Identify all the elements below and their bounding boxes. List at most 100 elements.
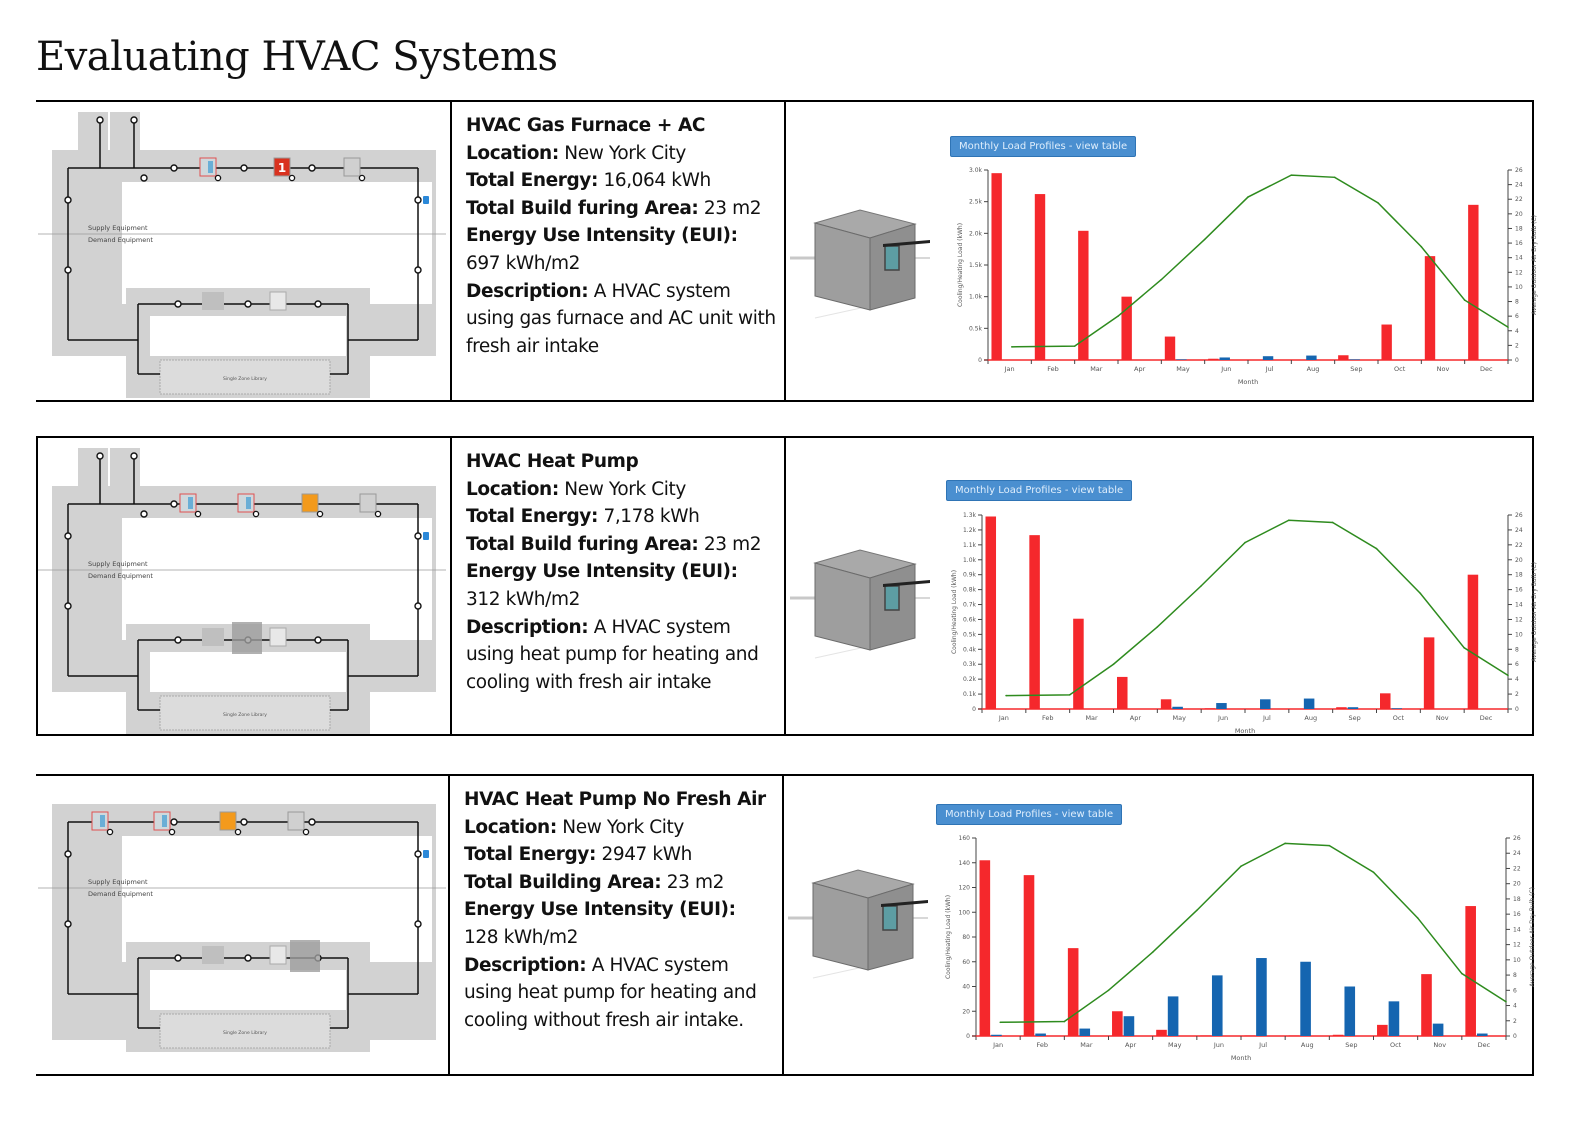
loop-node[interactable] — [414, 602, 422, 610]
loop-node[interactable] — [308, 164, 316, 172]
loop-node[interactable] — [64, 602, 72, 610]
cooling-bar[interactable] — [1391, 708, 1403, 709]
loop-node[interactable] — [244, 300, 252, 308]
dx-cooling-coil-icon[interactable] — [179, 493, 202, 518]
cooling-bar[interactable] — [991, 1034, 1002, 1036]
supplemental-heater-icon[interactable] — [301, 493, 324, 518]
loop-node[interactable] — [174, 636, 182, 644]
loop-node[interactable] — [64, 920, 72, 928]
cooling-bar[interactable] — [1167, 996, 1179, 1036]
loop-node[interactable] — [414, 266, 422, 274]
loop-node[interactable] — [130, 116, 138, 124]
cooling-coil-icon[interactable] — [199, 157, 222, 182]
heating-bar[interactable] — [1424, 256, 1436, 360]
cooling-bar[interactable] — [1035, 1033, 1046, 1036]
cooling-bar[interactable] — [1123, 1016, 1135, 1036]
heating-bar[interactable] — [1336, 707, 1347, 709]
zone-equipment[interactable] — [202, 291, 287, 311]
heat-pump-coil-icon[interactable] — [153, 811, 176, 836]
heating-bar[interactable] — [1023, 875, 1035, 1036]
cooling-bar[interactable] — [1300, 961, 1311, 1036]
temperature-line[interactable] — [1011, 174, 1509, 348]
heating-bar[interactable] — [1200, 1035, 1211, 1036]
heating-bar[interactable] — [1423, 637, 1435, 709]
loop-node[interactable] — [308, 818, 316, 826]
cooling-bar[interactable] — [1344, 986, 1356, 1037]
cooling-bar[interactable] — [1303, 698, 1315, 709]
heating-bar[interactable] — [1381, 324, 1392, 360]
view-table-button[interactable]: Monthly Load Profiles - view table — [946, 480, 1133, 501]
cooling-bar[interactable] — [1349, 359, 1360, 360]
heating-bar[interactable] — [1164, 336, 1176, 360]
setpoint-sensor-icon[interactable] — [423, 850, 429, 858]
cooling-bar[interactable] — [1211, 975, 1223, 1036]
loop-node[interactable] — [414, 850, 422, 858]
loop-node[interactable] — [314, 300, 322, 308]
dx-cooling-coil-icon[interactable] — [91, 811, 114, 836]
heating-bar[interactable] — [1468, 204, 1479, 360]
loop-node[interactable] — [414, 196, 422, 204]
heating-bar[interactable] — [1377, 1024, 1388, 1036]
heating-bar[interactable] — [1465, 906, 1476, 1036]
heating-bar[interactable] — [1121, 296, 1132, 360]
cooling-bar[interactable] — [1260, 699, 1271, 709]
cooling-bar[interactable] — [1176, 359, 1187, 360]
loop-node[interactable] — [170, 818, 178, 826]
gas-heating-coil-icon[interactable]: 1 — [273, 157, 296, 182]
loop-node[interactable] — [130, 452, 138, 460]
heating-bar[interactable] — [1073, 618, 1084, 709]
temperature-line[interactable] — [1006, 519, 1509, 697]
view-table-button[interactable]: Monthly Load Profiles - view table — [950, 136, 1137, 157]
setpoint-sensor-icon[interactable] — [423, 196, 429, 204]
heating-bar[interactable] — [1112, 1011, 1123, 1036]
loop-node[interactable] — [174, 300, 182, 308]
supply-fan-icon[interactable] — [343, 157, 366, 182]
loop-node[interactable] — [414, 532, 422, 540]
loop-node[interactable] — [414, 920, 422, 928]
loop-node[interactable] — [140, 510, 148, 518]
cooling-bar[interactable] — [1256, 958, 1267, 1036]
cooling-bar[interactable] — [1219, 357, 1230, 360]
heating-bar[interactable] — [1034, 194, 1046, 360]
loop-node[interactable] — [170, 500, 178, 508]
supply-fan-icon[interactable] — [287, 811, 310, 836]
heating-bar[interactable] — [1067, 948, 1079, 1036]
loop-node[interactable] — [96, 452, 104, 460]
loop-node[interactable] — [96, 116, 104, 124]
heating-bar[interactable] — [979, 860, 991, 1036]
loop-node[interactable] — [140, 174, 148, 182]
loop-node[interactable] — [64, 850, 72, 858]
loop-node[interactable] — [244, 954, 252, 962]
heating-bar[interactable] — [1156, 1029, 1167, 1036]
zone-equipment[interactable] — [202, 622, 287, 654]
heating-bar[interactable] — [1160, 699, 1172, 709]
loop-node[interactable] — [240, 164, 248, 172]
supply-fan-icon[interactable] — [359, 493, 382, 518]
heating-bar[interactable] — [1338, 355, 1349, 360]
heating-bar[interactable] — [1380, 693, 1391, 709]
supplemental-heater-icon[interactable] — [219, 811, 242, 836]
view-table-button[interactable]: Monthly Load Profiles - view table — [936, 804, 1123, 825]
heating-bar[interactable] — [1029, 535, 1040, 709]
cooling-bar[interactable] — [1216, 703, 1227, 709]
loop-node[interactable] — [64, 196, 72, 204]
heat-pump-coil-icon[interactable] — [237, 493, 260, 518]
cooling-bar[interactable] — [1079, 1028, 1091, 1036]
heating-bar[interactable] — [1332, 1034, 1344, 1036]
cooling-bar[interactable] — [1306, 355, 1317, 360]
cooling-bar[interactable] — [1388, 1001, 1400, 1036]
heating-bar[interactable] — [991, 173, 1002, 360]
loop-node[interactable] — [174, 954, 182, 962]
cooling-bar[interactable] — [1432, 1023, 1444, 1036]
loop-node[interactable] — [64, 266, 72, 274]
setpoint-sensor-icon[interactable] — [423, 532, 429, 540]
heating-bar[interactable] — [985, 516, 997, 709]
temperature-line[interactable] — [1000, 842, 1507, 1024]
heating-bar[interactable] — [1288, 1035, 1300, 1036]
zone-equipment[interactable] — [202, 940, 320, 972]
heating-bar[interactable] — [1244, 1035, 1256, 1036]
loop-node[interactable] — [314, 636, 322, 644]
cooling-bar[interactable] — [1347, 707, 1359, 709]
loop-node[interactable] — [240, 818, 248, 826]
cooling-bar[interactable] — [1262, 356, 1274, 360]
